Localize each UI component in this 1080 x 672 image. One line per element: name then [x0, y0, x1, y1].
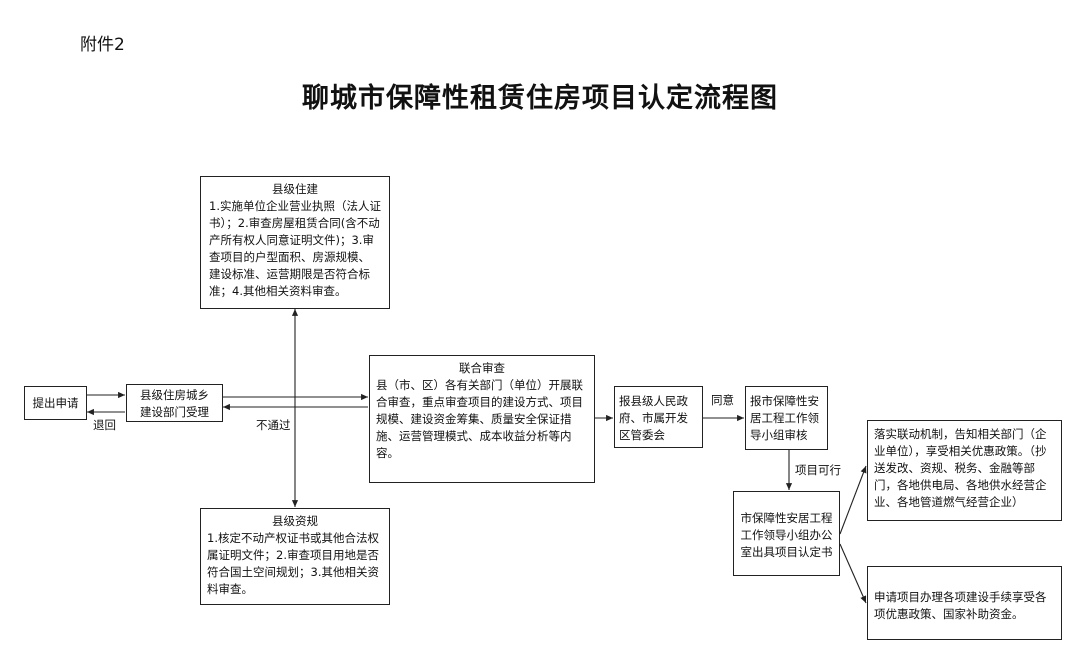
city-leading-group-label: 报市保障性安居工程工作领导小组审核	[750, 394, 819, 442]
county-resources-review-box: 县级资规 1.核定不动产权证书或其他合法权属证明文件；2.审查项目用地是否符合国…	[200, 508, 390, 605]
county-housing-accept-label: 县级住房城乡建设部门受理	[140, 388, 209, 419]
edge-label-return: 退回	[93, 418, 116, 432]
apply-label: 提出申请	[32, 396, 79, 410]
linkage-mechanism-label: 落实联动机制，告知相关部门（企业单位），享受相关优惠政策。（抄送发改、资规、税务…	[874, 427, 1047, 509]
joint-review-text: 县（市、区）各有关部门（单位）开展联合审查，重点审查项目的建设方式、项目规模、建…	[376, 378, 583, 460]
county-housing-accept-box: 县级住房城乡建设部门受理	[126, 384, 223, 422]
apply-procedures-box: 申请项目办理各项建设手续享受各项优惠政策、国家补助资金。	[867, 566, 1062, 640]
apply-box: 提出申请	[24, 386, 87, 420]
apply-procedures-label: 申请项目办理各项建设手续享受各项优惠政策、国家补助资金。	[874, 590, 1047, 621]
city-leading-group-box: 报市保障性安居工程工作领导小组审核	[745, 386, 828, 450]
county-housing-review-title: 县级住建	[272, 182, 318, 196]
city-office-certificate-box: 市保障性安居工程工作领导小组办公室出具项目认定书	[733, 491, 840, 576]
edge-office-to-linkage	[839, 465, 867, 535]
attachment-label: 附件2	[80, 35, 125, 55]
edge-label-not-passed: 不通过	[256, 418, 291, 432]
edge-label-feasible: 项目可行	[795, 463, 841, 477]
joint-review-title: 联合审查	[459, 361, 505, 375]
city-office-certificate-label: 市保障性安居工程工作领导小组办公室出具项目认定书	[740, 511, 833, 559]
county-government-box: 报县级人民政府、市属开发区管委会	[614, 386, 703, 448]
county-housing-review-box: 县级住建 1.实施单位企业营业执照（法人证书）；2.审查房屋租赁合同(含不动产所…	[200, 176, 390, 309]
page-title: 聊城市保障性租赁住房项目认定流程图	[302, 83, 778, 114]
edge-label-agree: 同意	[711, 393, 734, 407]
joint-review-box: 联合审查 县（市、区）各有关部门（单位）开展联合审查，重点审查项目的建设方式、项…	[369, 355, 595, 483]
county-housing-review-text: 1.实施单位企业营业执照（法人证书）；2.审查房屋租赁合同(含不动产所有权人同意…	[209, 199, 381, 298]
linkage-mechanism-box: 落实联动机制，告知相关部门（企业单位），享受相关优惠政策。（抄送发改、资规、税务…	[867, 420, 1062, 521]
edge-office-to-procedures	[839, 543, 867, 604]
county-resources-review-title: 县级资规	[272, 514, 318, 528]
county-resources-review-text: 1.核定不动产权证书或其他合法权属证明文件；2.审查项目用地是否符合国土空间规划…	[207, 531, 379, 596]
county-government-label: 报县级人民政府、市属开发区管委会	[619, 394, 688, 442]
